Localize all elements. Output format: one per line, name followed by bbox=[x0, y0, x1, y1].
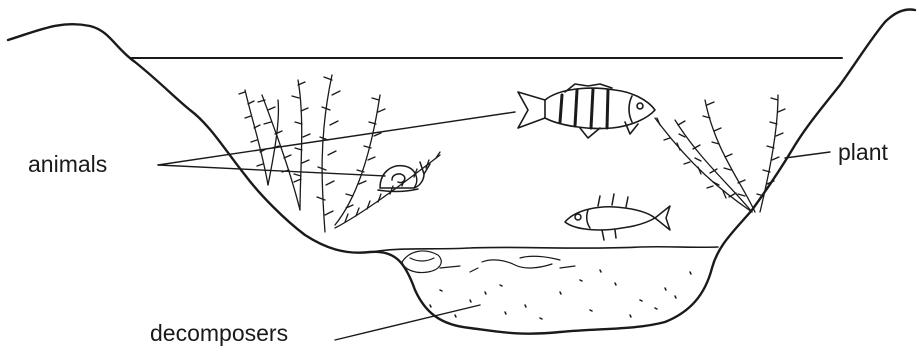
label-pointer-lines bbox=[158, 112, 830, 340]
animals-label: animals bbox=[28, 153, 107, 176]
decomposer-speckles bbox=[430, 270, 691, 319]
plant-icon bbox=[239, 75, 440, 232]
plant-label: plant bbox=[838, 141, 888, 164]
fish-icon bbox=[565, 194, 670, 240]
decomposers-label: decomposers bbox=[150, 322, 288, 345]
bottom-debris bbox=[402, 251, 575, 273]
snail-icon bbox=[378, 162, 430, 191]
plant-icon bbox=[655, 95, 785, 212]
fish-icon bbox=[518, 84, 655, 138]
